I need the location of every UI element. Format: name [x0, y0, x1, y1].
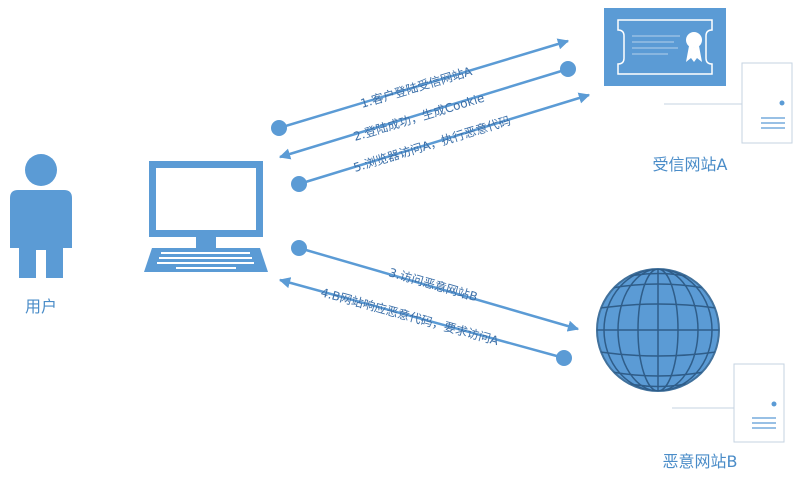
- arrow-step3: [291, 240, 580, 332]
- step5-label: 5.浏览器访问A，执行恶意代码: [351, 113, 512, 175]
- arrow-step1: [271, 38, 570, 136]
- arrow-step4: [278, 277, 572, 366]
- user-icon: [10, 154, 72, 278]
- user-label: 用户: [25, 297, 57, 316]
- step3-label: 3.访问恶意网站B: [387, 264, 479, 304]
- arrow-step2: [278, 61, 576, 160]
- server-a-icon: [664, 62, 793, 144]
- certificate-icon: [604, 8, 726, 86]
- trusted-site-label: 受信网站A: [653, 155, 728, 174]
- malicious-site-label: 恶意网站B: [663, 452, 738, 471]
- computer-icon: [144, 161, 268, 272]
- globe-icon: [596, 268, 720, 392]
- arrow-step5: [291, 92, 591, 192]
- server-b-icon: [672, 363, 785, 443]
